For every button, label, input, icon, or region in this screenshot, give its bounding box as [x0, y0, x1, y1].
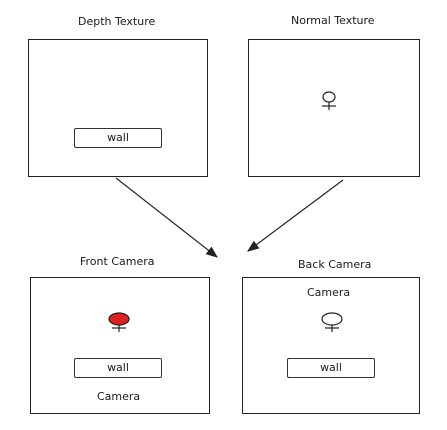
front-camera-panel: wall Camera — [30, 277, 210, 414]
arrow-icon — [247, 179, 344, 252]
normal-texture-title: Normal Texture — [291, 14, 375, 27]
back-camera-title: Back Camera — [298, 258, 372, 271]
camera-marker-icon — [321, 312, 343, 332]
back-wall-box: wall — [287, 358, 375, 378]
front-camera-caption: Camera — [97, 390, 141, 403]
camera-marker-icon — [108, 312, 130, 332]
arrow-icon — [115, 177, 218, 258]
back-camera-caption: Camera — [307, 286, 351, 299]
depth-texture-title: Depth Texture — [78, 15, 156, 28]
front-camera-title: Front Camera — [80, 255, 155, 268]
camera-marker-icon — [322, 91, 336, 110]
front-wall-box: wall — [74, 358, 162, 378]
normal-texture-panel — [248, 39, 420, 177]
depth-wall-box: wall — [74, 128, 162, 148]
depth-texture-panel: wall — [28, 39, 208, 177]
back-camera-panel: Camera wall — [242, 277, 420, 414]
